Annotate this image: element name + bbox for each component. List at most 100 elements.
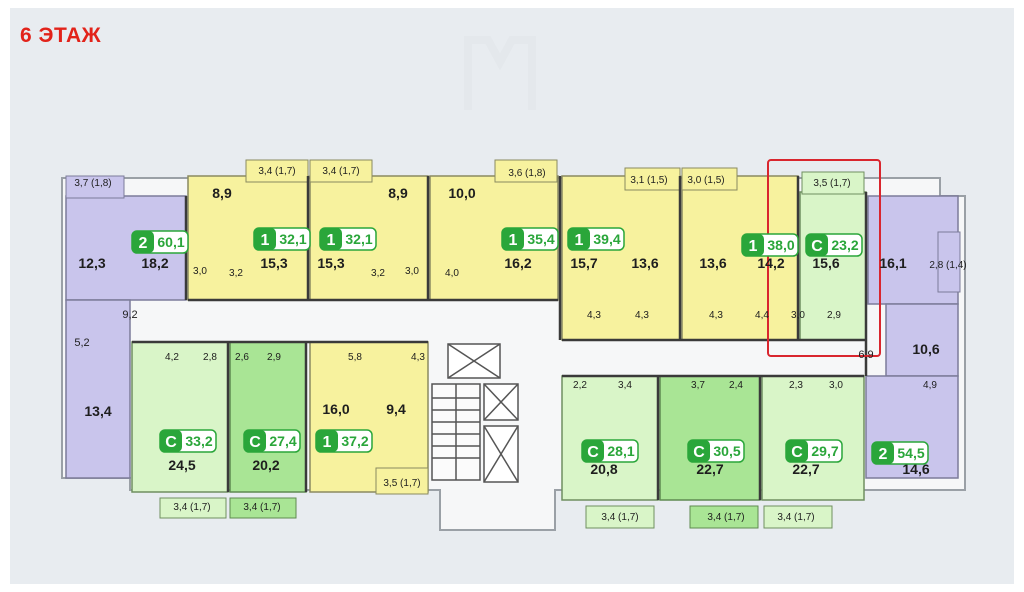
badge-rooms-bg	[132, 231, 154, 253]
room-area-label: 2,8	[203, 352, 217, 363]
apartment-a6-room[interactable]	[681, 175, 799, 341]
room-area-label: 5,2	[74, 337, 89, 349]
badge-total-area: 23,2	[831, 237, 858, 253]
room-area-label: 24,5	[168, 457, 195, 473]
room-area-label: 13,6	[631, 255, 658, 271]
room-area-label: 2,8 (1,4)	[929, 260, 966, 271]
room-area-label: 2,2	[573, 380, 587, 391]
room-area-label: 16,1	[879, 255, 906, 271]
room-area-label: 3,2	[371, 268, 385, 279]
badge-room-count: С	[587, 444, 599, 461]
room-area-label: 22,7	[696, 461, 723, 477]
balcony	[689, 505, 759, 529]
room-area-label: 8,9	[212, 185, 232, 201]
room-area-label: 4,0	[445, 268, 459, 279]
badge-rooms-bg	[786, 440, 808, 462]
apartment-a14-room-2[interactable]	[885, 303, 959, 377]
apartment-a11-room[interactable]	[561, 375, 659, 501]
badge-room-count: С	[693, 444, 705, 461]
room-area-label: 3,0	[829, 380, 843, 391]
badge-total-area: 60,1	[157, 234, 184, 250]
room-area-label: 4,3	[411, 352, 425, 363]
room-area-label: 4,9	[923, 380, 937, 391]
badge-rooms-bg	[688, 440, 710, 462]
room-area-label: 3,1 (1,5)	[630, 175, 667, 186]
room-area-label: 9,4	[386, 401, 406, 417]
room-area-label: 3,6 (1,8)	[508, 168, 545, 179]
badge-room-count: С	[791, 444, 803, 461]
apartment-badge-a7[interactable]: С 23,2	[805, 233, 863, 257]
apartment-a7-room[interactable]	[799, 191, 867, 341]
room-area-label: 14,6	[902, 461, 929, 477]
balcony	[494, 159, 558, 183]
badge-room-count: С	[811, 238, 823, 255]
apartment-fills	[65, 159, 961, 529]
room-area-label: 4,3	[635, 310, 649, 321]
room-area-label: 15,3	[317, 255, 344, 271]
apartment-a5-room[interactable]	[561, 175, 681, 341]
badge-rooms-bg	[244, 430, 266, 452]
room-area-label: 20,2	[252, 457, 279, 473]
balcony	[229, 497, 297, 519]
room-area-label: 15,7	[570, 255, 597, 271]
balcony	[65, 175, 125, 199]
balcony	[375, 467, 429, 495]
badge-room-count: 1	[261, 232, 270, 249]
room-area-label: 15,3	[260, 255, 287, 271]
badge-room-count: 1	[323, 434, 332, 451]
apartment-a12-room[interactable]	[659, 375, 761, 501]
room-area-label: 12,3	[78, 255, 105, 271]
room-area-label: 20,8	[590, 461, 617, 477]
apartment-badge-a12[interactable]: С 30,5	[687, 439, 745, 463]
apartment-a9-room[interactable]	[229, 341, 307, 493]
apartment-a1-room-2[interactable]	[65, 299, 131, 479]
apartment-a10-room[interactable]	[309, 341, 429, 493]
apartment-a8-room[interactable]	[131, 341, 229, 493]
room-area-label: 2,9	[267, 352, 281, 363]
room-area-label: 4,3	[709, 310, 723, 321]
badge-rooms-bg	[806, 234, 828, 256]
room-area-label: 9,2	[122, 309, 137, 321]
badge-rooms-bg	[254, 228, 276, 250]
apartment-a13-room[interactable]	[761, 375, 865, 501]
badge-rooms-bg	[502, 228, 524, 250]
balcony	[309, 159, 373, 183]
room-area-label: 3,0	[193, 266, 207, 277]
watermark-logo	[464, 36, 536, 110]
badge-total-area: 30,5	[713, 443, 740, 459]
badge-room-count: С	[249, 434, 261, 451]
selected-apartment-frame	[767, 159, 881, 357]
balcony	[801, 171, 865, 195]
badge-total-area: 37,2	[341, 433, 368, 449]
balcony	[681, 167, 738, 191]
room-area-label: 4,3	[587, 310, 601, 321]
room-area-label: 4,2	[165, 352, 179, 363]
room-area-label: 10,6	[912, 341, 939, 357]
room-area-label: 2,9	[827, 310, 841, 321]
room-area-label: 3,4 (1,7)	[173, 502, 210, 513]
room-area-label: 3,7	[691, 380, 705, 391]
room-area-label: 3,4 (1,7)	[707, 512, 744, 523]
balcony	[763, 505, 833, 529]
room-area-label: 3,4 (1,7)	[243, 502, 280, 513]
badge-total-area: 35,4	[527, 231, 554, 247]
badge-room-count: 1	[509, 232, 518, 249]
badge-rooms-bg	[568, 228, 590, 250]
room-area-label: 13,6	[699, 255, 726, 271]
